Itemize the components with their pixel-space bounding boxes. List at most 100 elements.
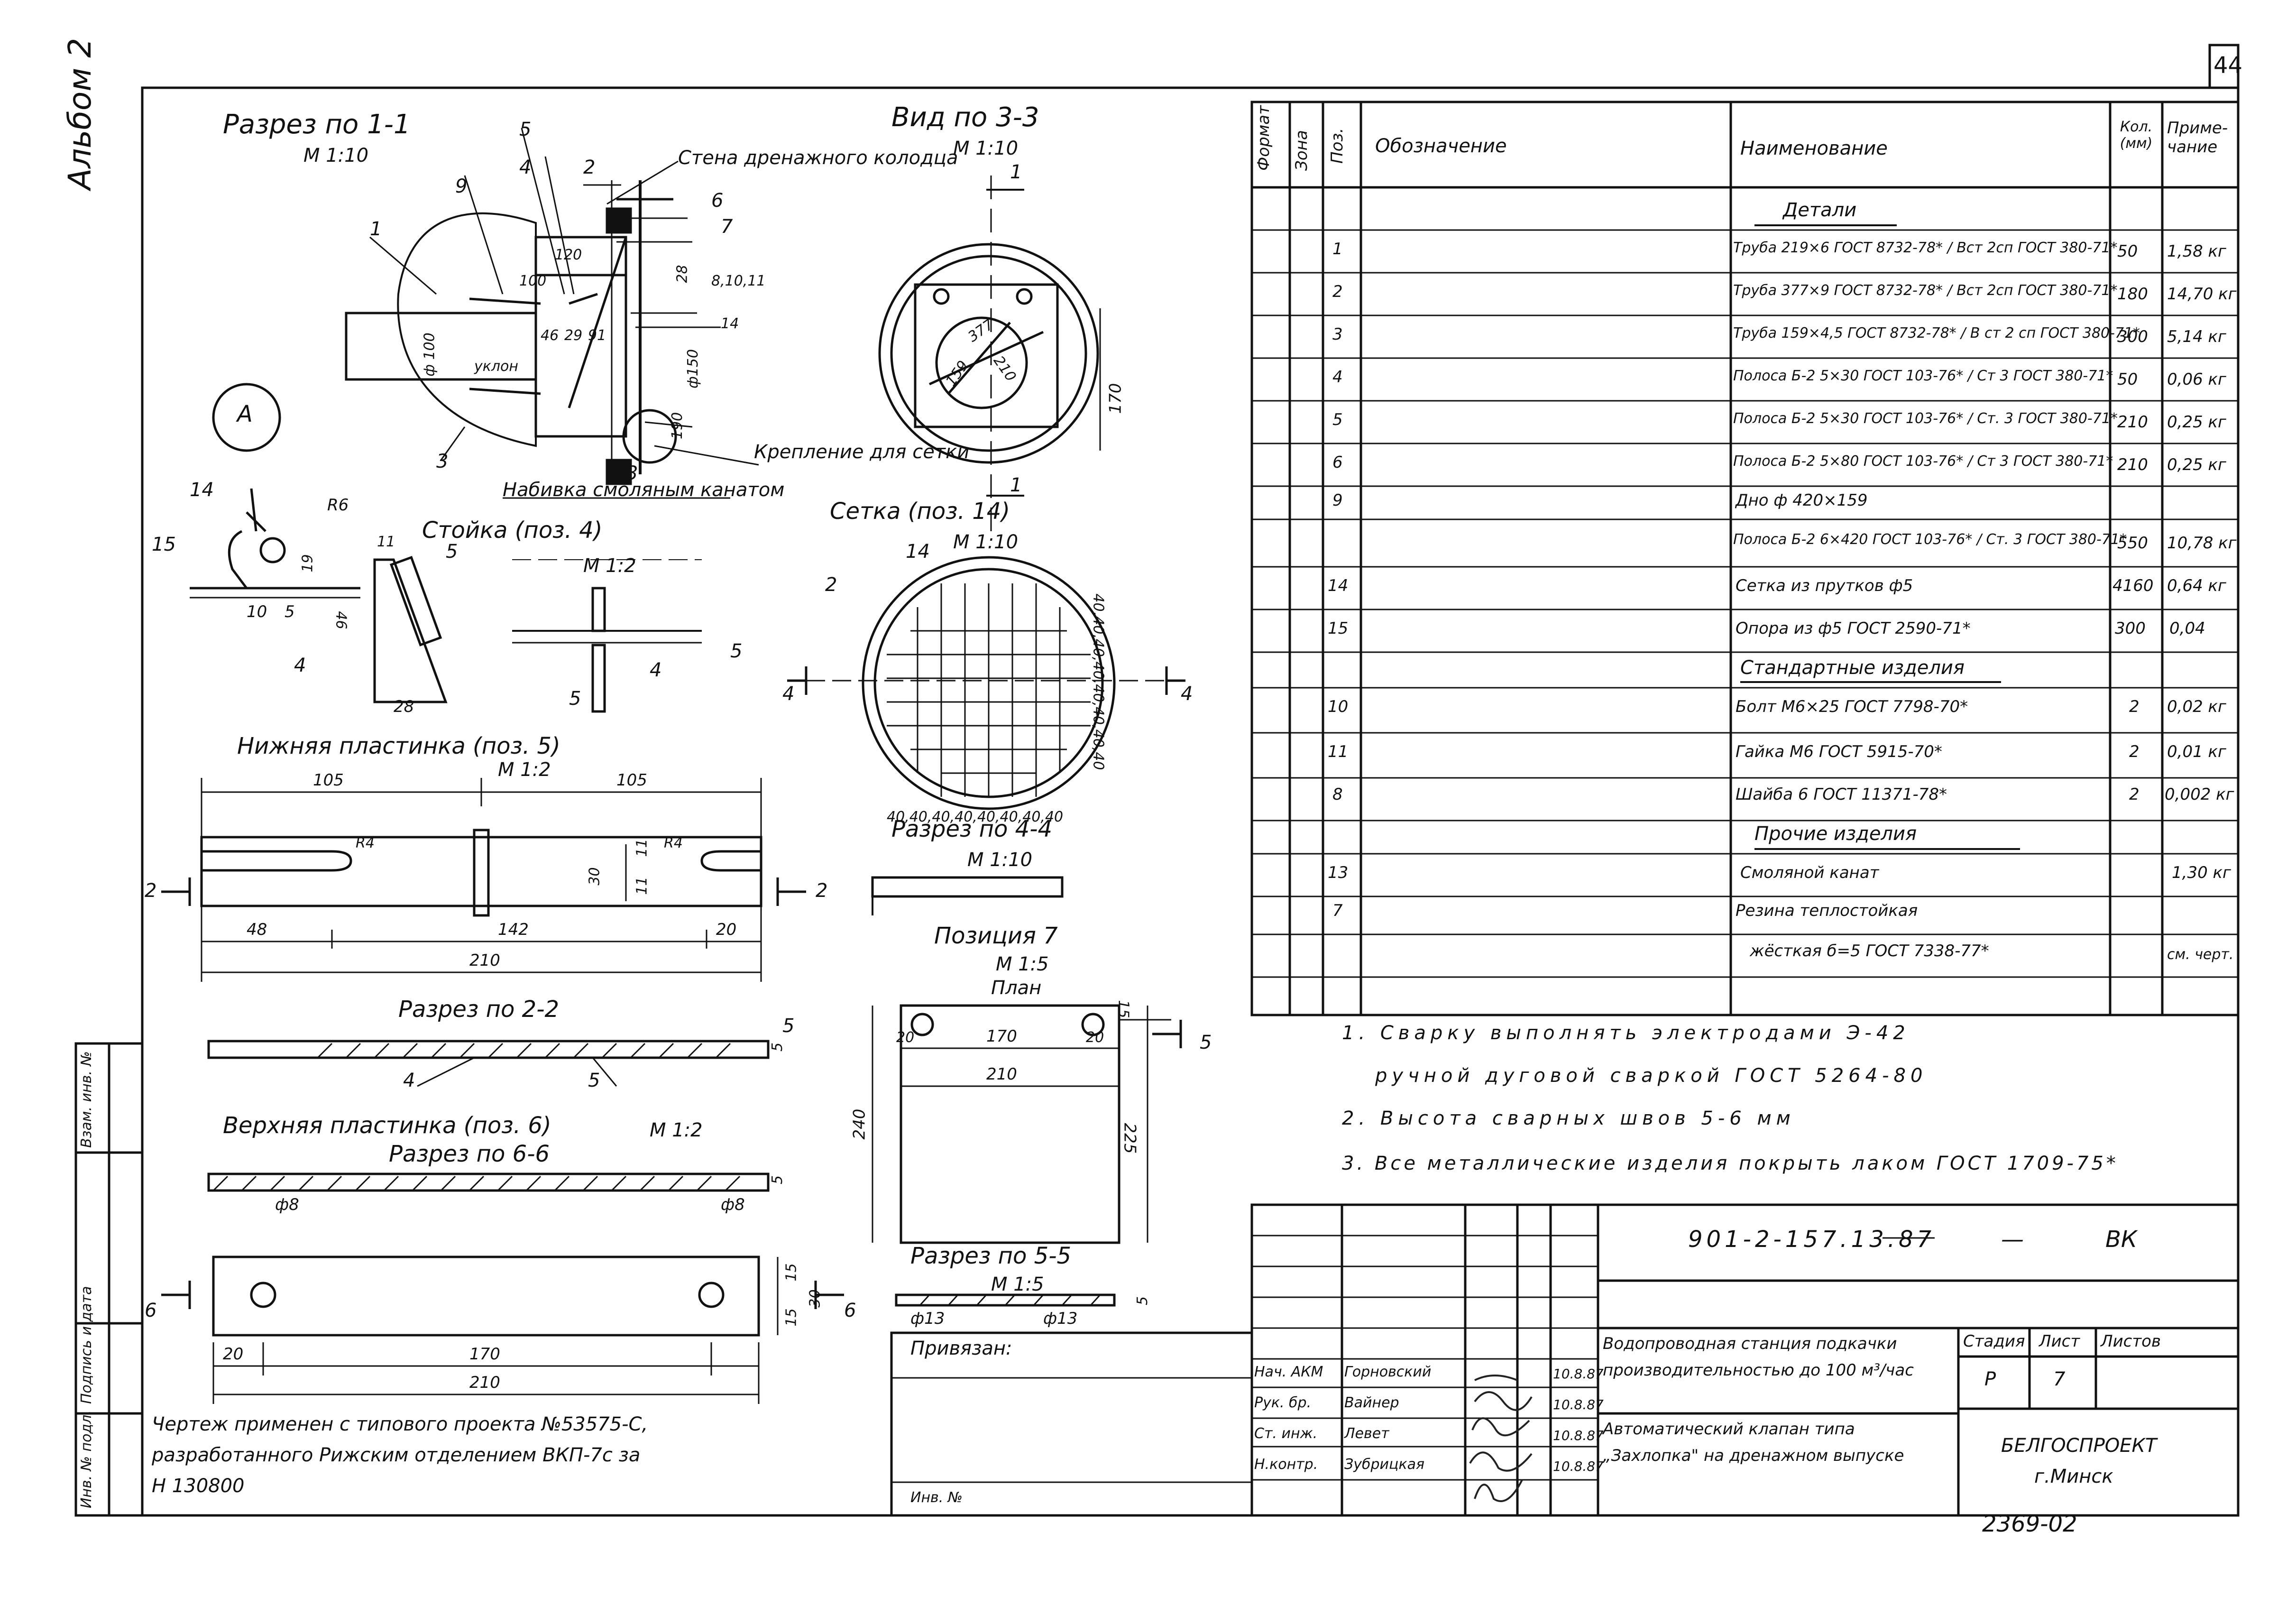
spec-row-7-pos: 9	[1332, 491, 1343, 510]
node-a-pos-15: 15	[152, 534, 176, 555]
post-pos-4: 4	[294, 655, 306, 676]
spec-table-rows	[1252, 229, 2238, 978]
position-7-dim-225: 225	[1120, 1123, 1139, 1154]
section-marks	[161, 666, 1185, 1309]
upper-plate-dim-d8b: ф8	[721, 1195, 745, 1214]
spec-row-2-qty: 180	[2117, 285, 2148, 304]
position-7-dim-210: 210	[986, 1065, 1017, 1084]
note-1-cont: ручной дуговой сваркой ГОСТ 5264-80	[1375, 1065, 1928, 1087]
mesh-pos-14: 14	[906, 541, 930, 563]
page-number: 44	[2213, 52, 2243, 79]
section-2-2-title: Разрез по 2-2	[398, 996, 560, 1023]
person-3-role: Н.контр.	[1254, 1456, 1318, 1473]
position-7-sub: План	[991, 977, 1042, 999]
signatures	[1469, 1375, 1533, 1502]
spec-row-8-name: Полоса Б-2 6×420 ГОСТ 103-76* / Ст. 3 ГО…	[1733, 531, 2127, 548]
dim-14: 14	[721, 315, 739, 332]
section-2-2-dim-5: 5	[769, 1042, 786, 1052]
position-7-dim-170: 170	[986, 1027, 1017, 1046]
footer-note-line-2: разработанного Рижским отделением ВКП-7с…	[152, 1444, 641, 1466]
upper-plate-dim-15b: 15	[783, 1308, 800, 1327]
person-1-name: Вайнер	[1344, 1394, 1399, 1411]
position-7-title: Позиция 7	[934, 923, 1058, 949]
spec-row-14-qty: 2	[2129, 785, 2140, 804]
org-city: г.Минск	[2034, 1466, 2113, 1487]
dim-28: 28	[674, 265, 691, 283]
spec-header-pos: Поз.	[1328, 128, 1347, 164]
pos-2-callout: 2	[583, 157, 596, 178]
dim-120: 120	[555, 247, 582, 263]
lower-plate-dim-11a: 11	[634, 839, 651, 857]
spec-row-16-note: 1,30 кг	[2172, 863, 2231, 882]
spec-row-5-name: Полоса Б-2 5×30 ГОСТ 103-76* / Ст. 3 ГОС…	[1733, 410, 2118, 427]
upper-plate-dim-30: 30	[807, 1289, 824, 1308]
section-5-5-scale: М 1:5	[991, 1274, 1044, 1295]
position-7-mark-left: 5	[782, 1015, 795, 1037]
side-stamp-inv-orig: Инв. № подл.	[78, 1410, 95, 1508]
spec-row-3-note: 5,14 кг	[2167, 327, 2226, 346]
node-a-r6: R6	[327, 496, 349, 515]
stamp-suffix: ВК	[2105, 1226, 2138, 1253]
spec-row-4-qty: 50	[2117, 370, 2138, 389]
lower-plate-mark-right: 2	[816, 880, 828, 902]
note-3: 3. Все металлические изделия покрыть лак…	[1342, 1153, 2119, 1174]
view-3-3-dim-170: 170	[1106, 383, 1125, 414]
drainage-wall-note: Стена дренажного колодца	[678, 147, 958, 169]
section-5-5-title: Разрез по 5-5	[910, 1243, 1072, 1269]
lower-plate-dim-48: 48	[247, 920, 267, 939]
document-code: 2369-02	[1982, 1511, 2077, 1537]
spec-row-4-name: Полоса Б-2 5×30 ГОСТ 103-76* / Ст 3 ГОСТ…	[1733, 368, 2113, 384]
upper-plate-dim-15a: 15	[783, 1263, 800, 1282]
title-block-rows	[891, 1235, 1935, 1483]
spec-row-13-name: Гайка М6 ГОСТ 5915-70*	[1736, 742, 1942, 761]
upper-plate-dim-20: 20	[223, 1345, 244, 1364]
spec-row-13-note: 0,01 кг	[2167, 742, 2226, 761]
post-side-pos-4: 4	[650, 659, 662, 681]
position-7-scale: М 1:5	[996, 953, 1049, 975]
section-1-1-scale: М 1:10	[303, 145, 369, 166]
section-4-4-title: Разрез по 4-4	[891, 816, 1053, 842]
spec-row-5-note: 0,25 кг	[2167, 413, 2226, 432]
spec-row-5-qty: 210	[2117, 413, 2148, 432]
inv-label: Инв. №	[910, 1489, 963, 1506]
person-1-role: Рук. бр.	[1254, 1394, 1312, 1411]
stage-value: Р	[1984, 1368, 1996, 1390]
view-3-3-mark-top: 1	[1010, 161, 1022, 183]
stamp-dash: —	[2001, 1226, 2024, 1253]
spec-row-9-note: 0,64 кг	[2167, 576, 2226, 595]
person-0-role: Нач. АКМ	[1254, 1364, 1323, 1380]
spec-row-12-qty: 2	[2129, 697, 2140, 716]
mesh-scale: М 1:10	[953, 531, 1019, 553]
post-side-pos-5: 5	[569, 688, 581, 710]
lower-plate-dim-r4b: R4	[664, 835, 683, 851]
spec-row-9-qty: 4160	[2112, 576, 2154, 595]
section-2-2-pos-5: 5	[588, 1070, 600, 1091]
person-3-date: 10.8.87	[1553, 1459, 1604, 1474]
post-title: Стойка (поз. 4)	[422, 517, 603, 544]
spec-row-1-qty: 50	[2117, 242, 2138, 261]
section-2-2-pos-4: 4	[403, 1070, 415, 1091]
side-stamp-replaced-inv: Взам. инв. №	[78, 1051, 95, 1148]
footer-note-line-3: Н 130800	[152, 1475, 245, 1497]
lower-plate-dim-105a: 105	[313, 771, 344, 790]
spec-header-name: Наименование	[1740, 138, 1888, 159]
pos-7-callout: 7	[721, 216, 733, 238]
dim-d150: ф150	[684, 349, 701, 388]
upper-plate-scale: М 1:2	[650, 1119, 703, 1141]
upper-plate-dim-210: 210	[469, 1373, 500, 1392]
position-7-mark-right: 5	[1200, 1032, 1212, 1053]
spec-table-grid	[1250, 101, 2240, 1016]
lower-plate-dim-30: 30	[586, 867, 603, 886]
lower-plate-dim-r4a: R4	[356, 835, 375, 851]
spec-row-8-qty: 550	[2117, 534, 2148, 553]
spec-row-2-name: Труба 377×9 ГОСТ 8732-78* / Вст 2сп ГОСТ…	[1733, 282, 2118, 299]
spec-row-12-name: Болт М6×25 ГОСТ 7798-70*	[1736, 697, 1968, 716]
note-2: 2. Высота сварных швов 5-6 мм	[1342, 1108, 1795, 1129]
section-5-5-dim-d13b: ф13	[1043, 1309, 1078, 1328]
sheet-label: Лист	[2039, 1332, 2080, 1351]
mesh-side-dims: 40,40,40,40,40,40,40,40	[1090, 593, 1107, 770]
sheets-label: Листов	[2101, 1332, 2161, 1351]
dim-190: 190	[669, 412, 686, 440]
spec-row-14-note: 0,002 кг	[2165, 785, 2234, 804]
